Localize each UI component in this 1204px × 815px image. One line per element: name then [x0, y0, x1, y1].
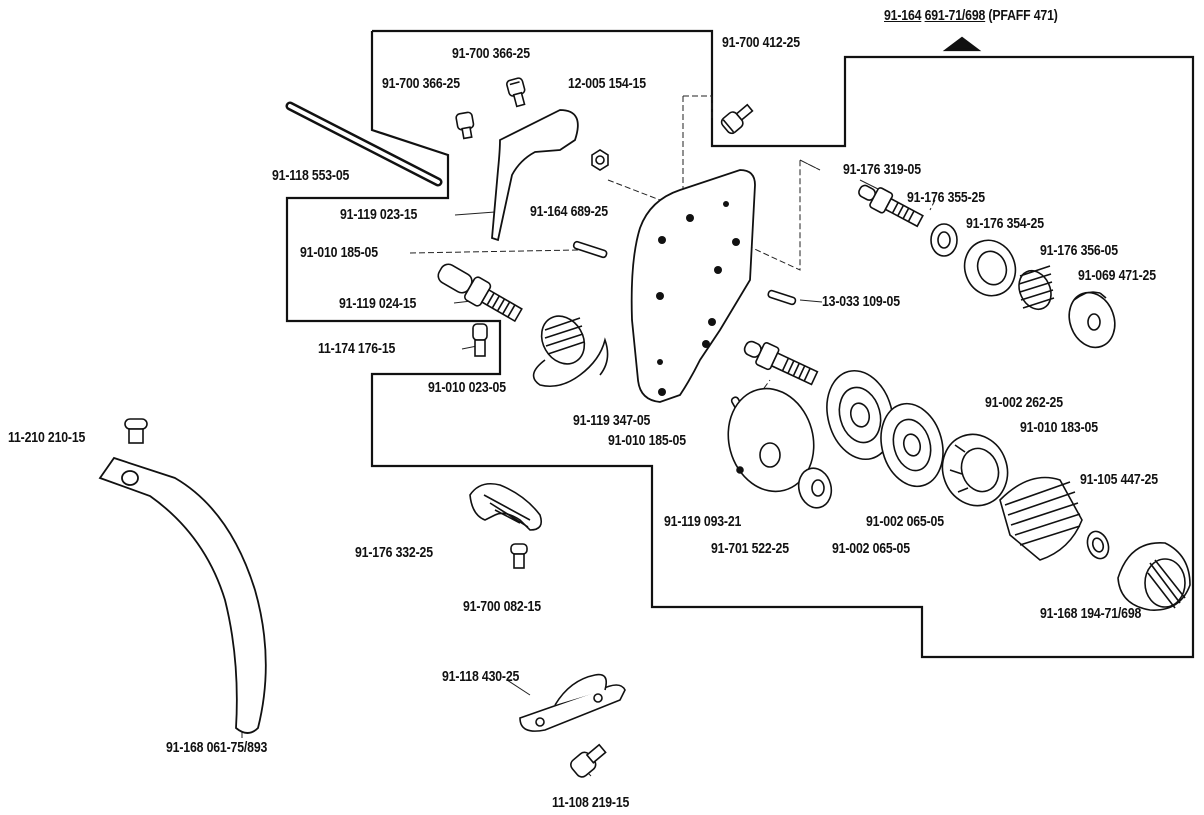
header-part-number-a: 91-164: [884, 7, 922, 24]
part-label: 91-168 061-75/893: [166, 739, 268, 756]
part-label: 91-176 356-05: [1040, 242, 1118, 259]
take-up-spring-part: [98, 456, 267, 734]
part-label: 91-119 347-05: [573, 412, 651, 429]
part-label: 91-700 366-25: [452, 45, 530, 62]
part-label: 11-174 176-15: [318, 340, 396, 357]
stud-part: [858, 184, 924, 228]
part-label: 91-010 185-05: [608, 432, 686, 449]
part-label: 91-176 332-25: [355, 544, 433, 561]
part-label: 91-176 355-25: [907, 189, 985, 206]
part-label: 91-700 366-25: [382, 75, 460, 92]
tension-disc-part: [880, 402, 944, 488]
knurled-wheel-part: [797, 467, 833, 509]
part-label: 91-010 185-05: [300, 244, 378, 261]
part-label: 91-010 183-05: [1020, 419, 1098, 436]
part-label: 12-005 154-15: [568, 75, 646, 92]
part-label: 11-108 219-15: [552, 794, 630, 811]
pin-part: [767, 289, 797, 306]
spring-part: [532, 315, 609, 388]
lever-bracket: [491, 109, 579, 242]
tension-disc-part: [826, 369, 894, 461]
cap-nut-part: [1117, 542, 1191, 611]
assembly-boundary: [285, 29, 1195, 659]
part-label: 91-002 065-05: [832, 540, 910, 557]
part-label: 91-164 689-25: [530, 203, 608, 220]
part-label: 91-010 023-05: [428, 379, 506, 396]
part-label: 91-168 194-71/698: [1040, 605, 1142, 622]
part-label: 91-002 262-25: [985, 394, 1063, 411]
stud-part: [437, 263, 523, 323]
screw-parts: [124, 77, 754, 778]
part-label: 91-069 471-25: [1078, 267, 1156, 284]
part-label: 11-210 210-15: [8, 429, 86, 446]
part-label: 91-701 522-25: [711, 540, 789, 557]
part-label: 91-700 412-25: [722, 34, 800, 51]
thread-guide-part: [469, 482, 543, 531]
part-label: 91-119 023-15: [340, 206, 418, 223]
header-part-number-b: 691-71/698: [924, 7, 986, 24]
part-label: 91-002 065-05: [866, 513, 944, 530]
guide-bracket-part: [519, 673, 626, 732]
main-plate: [630, 169, 756, 403]
stud-part: [743, 340, 819, 386]
cup-part: [941, 433, 1009, 507]
part-label: 91-176 354-25: [966, 215, 1044, 232]
retaining-ring-part: [1086, 530, 1110, 560]
part-label: 91-118 430-25: [442, 668, 520, 685]
coil-spring-part: [999, 476, 1083, 561]
knurled-nut-part: [1068, 291, 1116, 349]
rod-part: [285, 101, 443, 187]
header-machine: (PFAFF 471): [988, 7, 1058, 24]
pin-part: [572, 240, 608, 259]
part-label: 91-119 024-15: [339, 295, 417, 312]
part-label: 13-033 109-05: [822, 293, 900, 310]
part-label: 91-176 319-05: [843, 161, 921, 178]
part-label: 91-700 082-15: [463, 598, 541, 615]
part-label: 91-119 093-21: [664, 513, 742, 530]
part-label: 91-118 553-05: [272, 167, 350, 184]
header-pointer: [942, 36, 982, 52]
coil-spring-part: [1018, 265, 1055, 311]
part-label: 91-105 447-25: [1080, 471, 1158, 488]
tension-plate-part: [727, 387, 815, 493]
diagram-header: 91-164 691-71/698 (PFAFF 471): [884, 8, 1058, 24]
